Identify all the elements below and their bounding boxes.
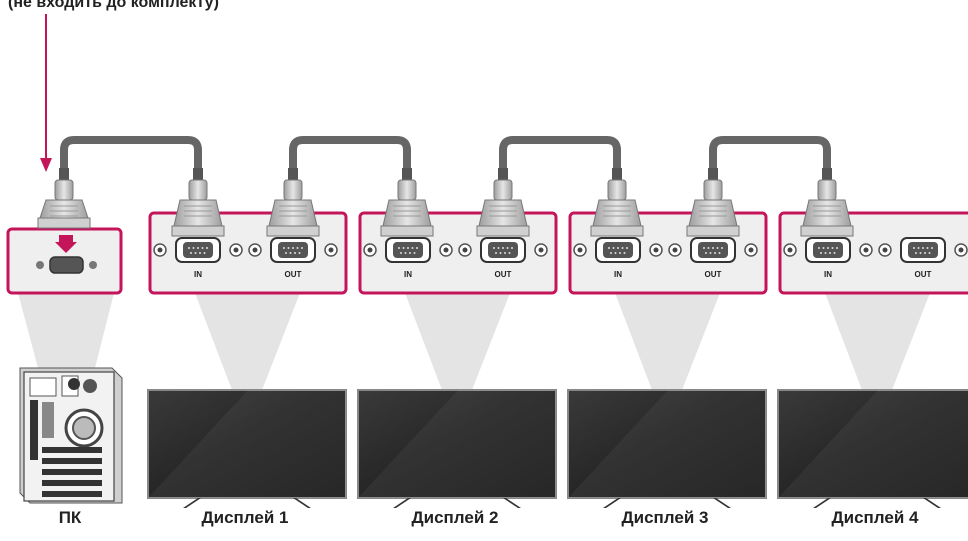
out-port-icon — [878, 237, 968, 263]
pc-port-panel — [6, 227, 123, 295]
monitor-2-icon — [357, 389, 557, 508]
display-label-1: Дисплей 1 — [201, 508, 289, 527]
monitor-1-icon — [147, 389, 347, 508]
pc-tower-icon — [19, 367, 123, 504]
vga-plug-icon — [266, 168, 320, 237]
in-port-icon — [363, 237, 453, 263]
vga-plug-icon — [476, 168, 530, 237]
connector-plugs — [37, 168, 854, 237]
port-label-out: OUT — [284, 270, 302, 279]
display-label-2: Дисплей 2 — [411, 508, 499, 527]
pc-label: ПК — [58, 508, 82, 527]
out-port-icon — [458, 237, 548, 263]
ports — [153, 237, 968, 263]
display-label-3: Дисплей 3 — [621, 508, 709, 527]
port-label-out: OUT — [704, 270, 722, 279]
port-label-in: IN — [614, 270, 622, 279]
projection-beams — [18, 293, 930, 390]
port-label-in: IN — [194, 270, 202, 279]
vga-plug-icon — [800, 168, 854, 237]
connect-arrow-icon — [40, 14, 52, 172]
port-label-out: OUT — [914, 270, 932, 279]
port-label-in: IN — [824, 270, 832, 279]
display-label-4: Дисплей 4 — [831, 508, 919, 527]
monitor-screens — [147, 389, 968, 508]
monitor-4-icon — [777, 389, 968, 508]
out-port-icon — [248, 237, 338, 263]
port-label-out: OUT — [494, 270, 512, 279]
port-label-in: IN — [404, 270, 412, 279]
in-port-icon — [153, 237, 243, 263]
header-note: (не входить до комплекту) — [8, 0, 219, 11]
vga-plug-icon — [380, 168, 434, 237]
in-port-icon — [573, 237, 663, 263]
monitor-3-icon — [567, 389, 767, 508]
cables — [60, 136, 831, 184]
in-port-icon — [783, 237, 873, 263]
vga-plug-icon — [171, 168, 225, 237]
vga-plug-icon — [37, 168, 91, 229]
vga-plug-icon — [590, 168, 644, 237]
vga-plug-icon — [686, 168, 740, 237]
out-port-icon — [668, 237, 758, 263]
